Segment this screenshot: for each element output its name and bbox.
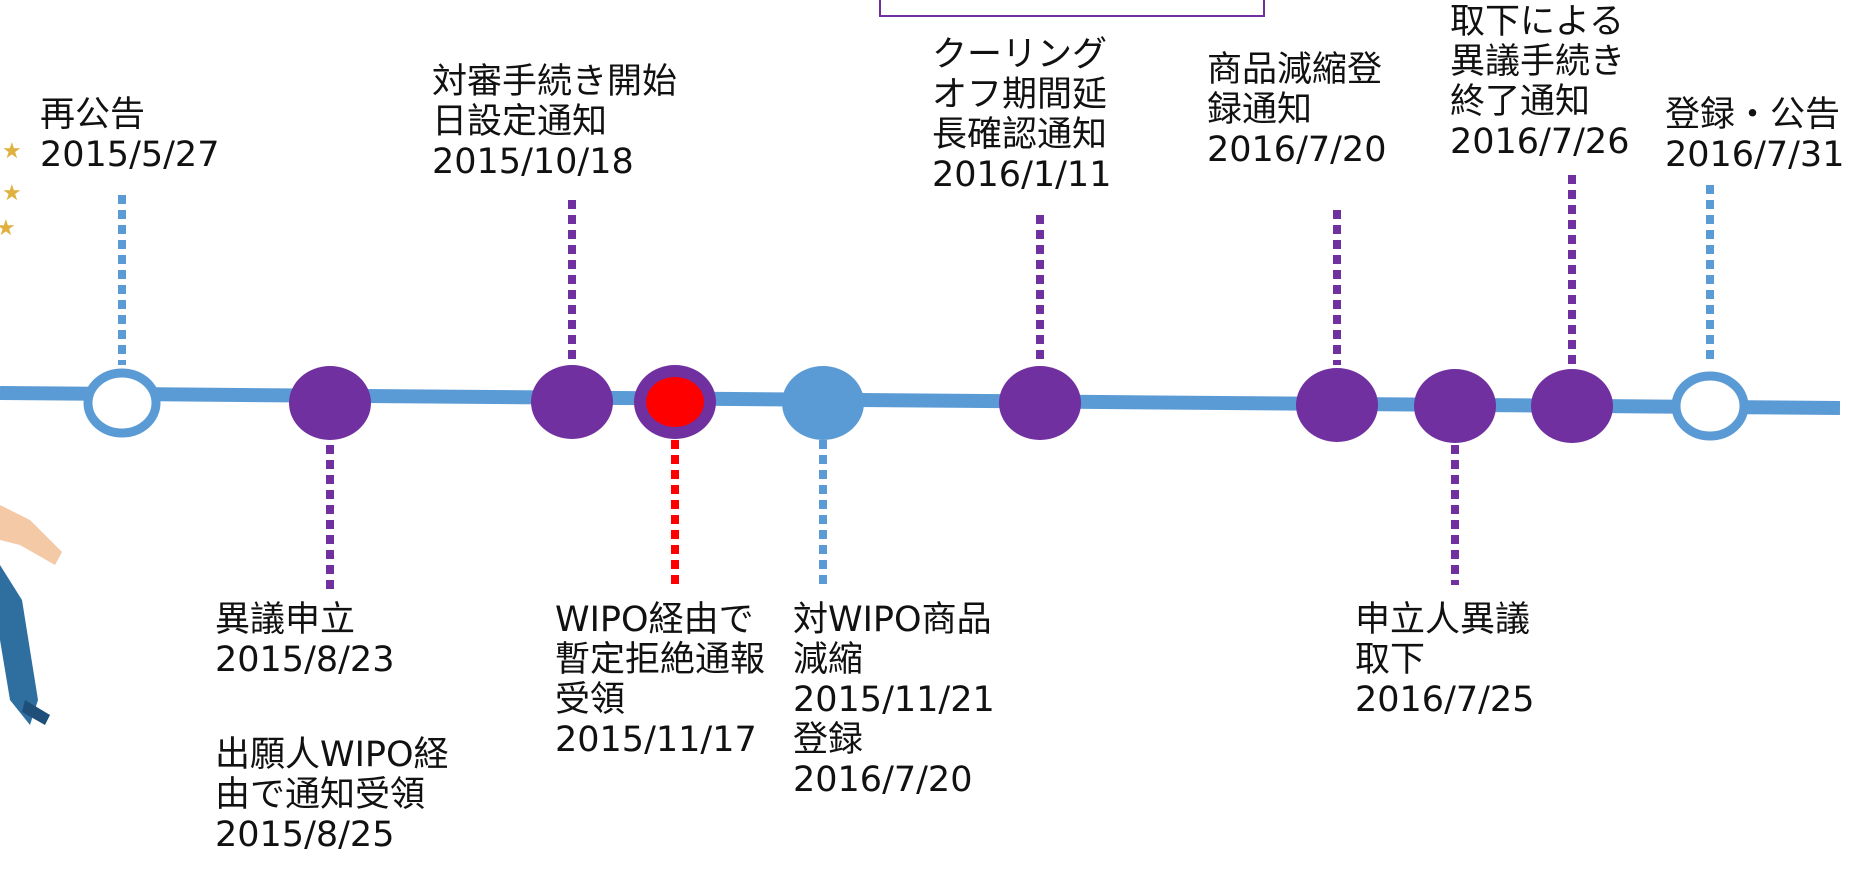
event-label-termination: 取下による 異議手続き 終了通知 2016/7/26 [1450, 2, 1629, 162]
event-date: 2016/7/20 [1207, 130, 1387, 170]
event-label-notice-received: 出願人WIPO経 由で通知受領 2015/8/25 [215, 735, 449, 855]
marker-withdrawal [1414, 369, 1496, 443]
event-label-cooling-off: クーリング オフ期間延 長確認通知 2016/1/11 [932, 35, 1111, 195]
event-date: 2015/5/27 [40, 135, 220, 175]
event-title-line: 商品減縮登 [1207, 50, 1383, 90]
event-date: 2016/7/20 [793, 760, 973, 800]
event-label-reduction-registered: 商品減縮登 録通知 2016/7/20 [1207, 50, 1386, 170]
event-date: 2015/11/17 [555, 720, 757, 760]
event-date: 2015/8/23 [215, 640, 395, 680]
event-label-provisional-refusal: WIPO経由で 暫定拒絶通報 受領 2015/11/17 [555, 600, 765, 760]
event-label-republication: 再公告 2015/5/27 [40, 95, 219, 175]
event-label-goods-reduction: 対WIPO商品 減縮 2015/11/21 登録 2016/7/20 [793, 600, 995, 800]
event-date: 2016/7/25 [1355, 680, 1535, 720]
event-title-line: 申立人異議 [1355, 600, 1531, 640]
event-title-line: 登録 [793, 720, 864, 760]
event-title-line: 異議申立 [215, 600, 356, 640]
star-icon: ★ [0, 216, 16, 241]
event-title-line: オフ期間延 [932, 75, 1108, 115]
event-title-line: 日設定通知 [432, 102, 608, 142]
marker-provisional-refusal [634, 365, 716, 439]
event-title-line: クーリング [932, 35, 1108, 75]
event-label-adversarial-start: 対審手続き開始 日設定通知 2015/10/18 [432, 62, 677, 182]
event-date: 2016/7/31 [1665, 135, 1845, 175]
event-date: 2016/7/26 [1450, 122, 1630, 162]
star-icon: ★ [2, 139, 22, 164]
marker-termination [1531, 369, 1613, 443]
event-title-line: 受領 [555, 680, 626, 720]
event-date: 2016/1/11 [932, 155, 1112, 195]
top-box-fragment [879, 0, 1265, 17]
marker-cooling-off [999, 366, 1081, 440]
event-label-registration: 登録・公告 2016/7/31 [1665, 95, 1844, 175]
event-title-line: 対WIPO商品 [793, 600, 992, 640]
event-title-line: 暫定拒絶通報 [555, 640, 766, 680]
event-title-line: 録通知 [1207, 90, 1313, 130]
marker-republication [83, 368, 161, 438]
event-title-line: 減縮 [793, 640, 864, 680]
event-title-line: 登録・公告 [1665, 95, 1841, 135]
event-date: 2015/10/18 [432, 142, 634, 182]
event-title-line: 出願人WIPO経 [215, 735, 449, 775]
event-title-line: 取下による [1450, 2, 1624, 42]
highlight-dot [646, 377, 704, 427]
event-title-line: 長確認通知 [932, 115, 1108, 155]
marker-adversarial-start [531, 365, 613, 439]
event-label-opposition: 異議申立 2015/8/23 [215, 600, 394, 680]
event-date: 2015/8/25 [215, 815, 395, 855]
star-icon: ★ [2, 181, 22, 206]
event-label-withdrawal: 申立人異議 取下 2016/7/25 [1355, 600, 1534, 720]
event-title-line: 終了通知 [1450, 82, 1591, 122]
event-title-line: 取下 [1355, 640, 1426, 680]
marker-goods-reduction [782, 366, 864, 440]
event-title-line: 再公告 [40, 95, 146, 135]
event-title-line: 異議手続き [1450, 42, 1626, 82]
marker-registration [1671, 371, 1749, 441]
event-title-line: WIPO経由で [555, 600, 754, 640]
event-title-line: 由で通知受領 [215, 775, 426, 815]
marker-reduction-registered [1296, 368, 1378, 442]
event-date: 2015/11/21 [793, 680, 995, 720]
event-title-line: 対審手続き開始 [432, 62, 678, 102]
decorative-figure: ★ ★ ★ [0, 139, 62, 725]
marker-opposition [289, 366, 371, 440]
